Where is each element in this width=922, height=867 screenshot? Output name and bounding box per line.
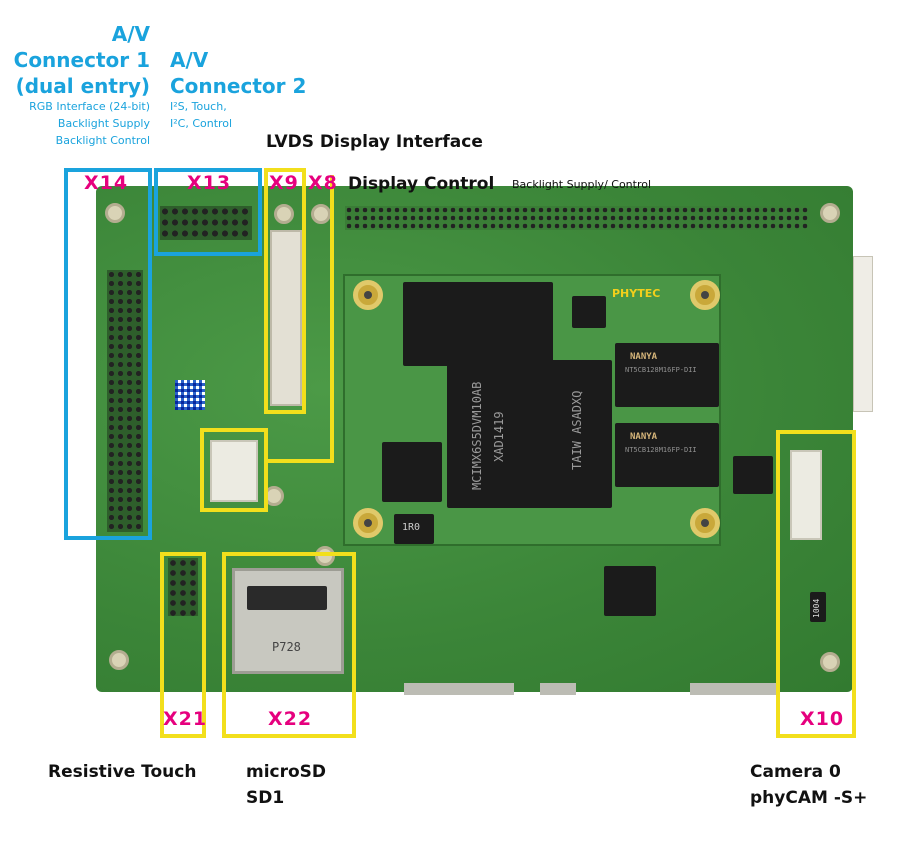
av1-title-line1: A/V (111, 22, 150, 46)
camera-label: Camera 0 (750, 762, 841, 782)
pin-header-top (345, 206, 810, 230)
x8-callout-box (200, 428, 268, 512)
pin-header-x21 (168, 558, 198, 616)
datamatrix-sticker (175, 380, 205, 410)
mounting-hole (820, 203, 840, 223)
cpu-marking-2: XAD1419 (492, 411, 506, 462)
inductor (394, 514, 434, 544)
small-chip (382, 442, 442, 502)
microsd-slot (232, 568, 344, 674)
ram-brand: NANYA (630, 432, 658, 442)
x10-callout-box (776, 430, 856, 738)
phycam-label: phyCAM -S+ (750, 788, 868, 808)
vendor-logo: PHYTEC (612, 287, 661, 300)
display-control-connector (210, 440, 258, 502)
bottom-connector (690, 683, 780, 695)
av2-desc-2: I²C, Control (170, 117, 233, 130)
connector-id-x21: X21 (163, 708, 208, 730)
av2-title-line1: A/V (170, 48, 209, 72)
bottom-connector (404, 683, 514, 695)
cpu-marking: MCIMX6S5DVM10AB (470, 381, 484, 490)
x8-leader-vertical (330, 175, 334, 463)
av1-desc-2: Backlight Supply (57, 117, 150, 130)
mounting-hole (274, 204, 294, 224)
av1-title-line2: Connector 1 (13, 48, 150, 72)
x9-callout-box (264, 168, 306, 414)
ddr-chip (615, 343, 719, 407)
display-control-label: Display Control (348, 174, 495, 194)
x22-callout-box (222, 552, 356, 738)
mounting-hole (105, 203, 125, 223)
mounting-hole-gold (690, 280, 720, 310)
mounting-hole (311, 204, 331, 224)
microsd-label: microSD (246, 762, 327, 782)
x14-callout-box (64, 168, 152, 540)
resistive-touch-label: Resistive Touch (48, 762, 197, 782)
connector-id-x8: X8 (308, 172, 338, 194)
cpu-chip (447, 360, 612, 508)
x21-callout-box (160, 552, 206, 738)
ram-part: NT5CB128M16FP-DII (625, 446, 697, 454)
connector-id-x13: X13 (187, 172, 232, 194)
flash-chip (403, 282, 553, 366)
connector-id-x9: X9 (269, 172, 299, 194)
av1-desc-1: RGB Interface (24-bit) (29, 100, 150, 113)
lvds-label: LVDS Display Interface (266, 132, 483, 152)
pin-header-x14 (107, 270, 143, 532)
mounting-hole (820, 652, 840, 672)
ram-part: NT5CB128M16FP-DII (625, 366, 697, 374)
lvds-connector (270, 230, 302, 406)
mounting-hole-gold (690, 508, 720, 538)
small-chip (572, 296, 606, 328)
resistor (810, 592, 826, 622)
av1-title-line3: (dual entry) (15, 74, 150, 98)
ram-brand: NANYA (630, 352, 658, 362)
mounting-hole (315, 546, 335, 566)
bottom-connector (540, 683, 576, 695)
side-connector (853, 256, 873, 412)
connector-id-x10: X10 (800, 708, 845, 730)
mounting-hole-gold (353, 280, 383, 310)
connector-id-x22: X22 (268, 708, 313, 730)
av2-title-line2: Connector 2 (170, 74, 307, 98)
small-chip (604, 566, 656, 616)
connector-id-x14: X14 (84, 172, 129, 194)
mounting-hole (109, 650, 129, 670)
ddr-chip (615, 423, 719, 487)
display-control-sublabel: Backlight Supply/ Control (512, 178, 652, 191)
x13-callout-box (154, 168, 262, 256)
inductor-marking: 1R0 (402, 522, 421, 533)
x8-leader-horizontal (266, 459, 334, 463)
mounting-hole-gold (353, 508, 383, 538)
cpu-marking-3: TAIW ASADXQ (570, 390, 584, 470)
microsd-marking: P728 (272, 640, 301, 654)
microsd-contacts (247, 586, 327, 610)
small-chip (733, 456, 773, 494)
camera-connector (790, 450, 822, 540)
av1-desc-3: Backlight Control (55, 134, 150, 147)
sd1-label: SD1 (246, 788, 285, 808)
av2-desc-1: I²S, Touch, (170, 100, 227, 113)
pin-header-x13 (160, 206, 252, 240)
